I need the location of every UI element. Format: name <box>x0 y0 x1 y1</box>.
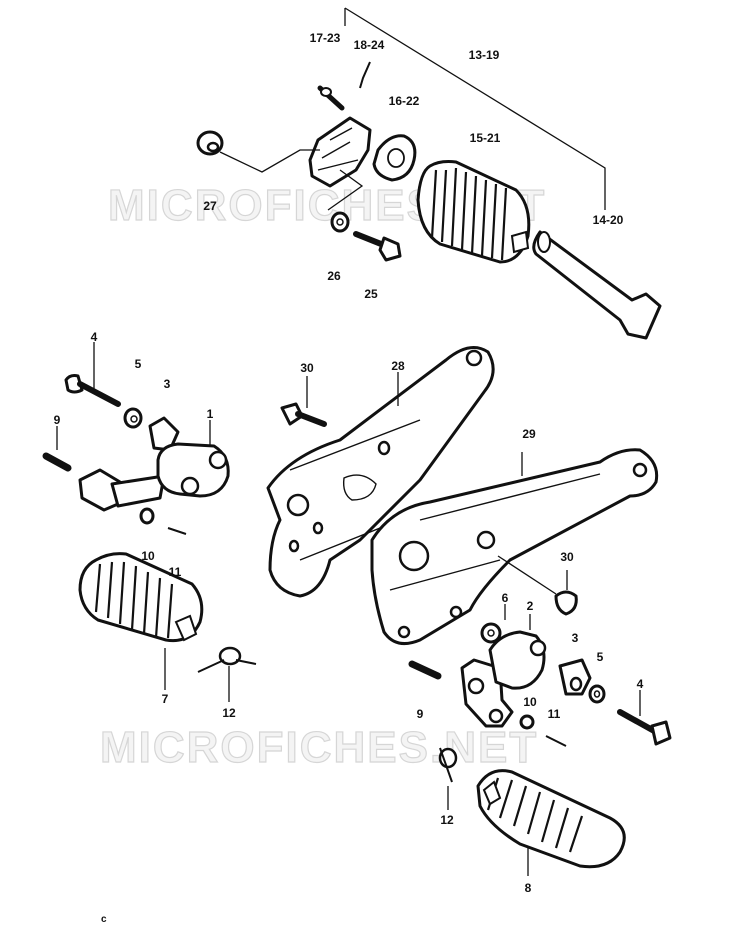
bolt-4-left <box>64 342 121 407</box>
washer-6 <box>480 604 506 644</box>
callout-4-left: 4 <box>91 330 98 344</box>
callout-9-left: 9 <box>54 413 61 427</box>
washer-5-left <box>123 407 143 429</box>
cotter-pin-11-right <box>545 735 567 747</box>
cotter-pin-11-left <box>167 527 187 535</box>
spring-12-right <box>438 747 458 810</box>
footrest-bracket-holder <box>219 116 372 211</box>
callout-12-left: 12 <box>222 706 236 720</box>
group-bracket-13-19 <box>344 7 606 210</box>
callout-17-23: 17-23 <box>310 31 341 45</box>
footrest-pin-14-20 <box>532 230 662 340</box>
callout-30-right: 30 <box>560 550 574 564</box>
washer-5-right <box>588 684 606 704</box>
spring-12-left <box>197 646 257 702</box>
callout-10-right: 10 <box>523 695 537 709</box>
callout-6: 6 <box>502 591 509 605</box>
washer-10-left <box>139 507 155 525</box>
callout-18-24: 18-24 <box>354 38 385 52</box>
pin-18-24 <box>359 61 371 89</box>
callout-28: 28 <box>391 359 405 373</box>
bolt-30-right <box>497 555 578 616</box>
footer-mark: c <box>101 914 107 925</box>
callout-4-right: 4 <box>637 677 644 691</box>
footrest-plate-29 <box>370 448 659 646</box>
washer-10-right <box>519 714 535 730</box>
callout-3-left: 3 <box>164 377 171 391</box>
callout-9-right: 9 <box>417 707 424 721</box>
pin-9-right <box>408 660 442 680</box>
bolt-17-23 <box>317 85 345 111</box>
bush-3-right <box>558 658 592 696</box>
pin-9-left <box>42 426 72 472</box>
callout-29: 29 <box>522 427 536 441</box>
bush-3-left <box>148 416 180 452</box>
callout-30-top: 30 <box>300 361 314 375</box>
callout-26: 26 <box>327 269 341 283</box>
callout-11-right: 11 <box>548 707 561 721</box>
footrest-rubber-7 <box>78 552 204 690</box>
callout-12-right: 12 <box>440 813 454 827</box>
callout-13-19: 13-19 <box>469 48 500 62</box>
watermark-bottom: MICROFICHES.NET <box>100 723 538 772</box>
nut-27 <box>196 130 224 156</box>
bolt-4-right <box>617 690 672 746</box>
callout-8: 8 <box>525 881 532 895</box>
callout-7: 7 <box>162 692 169 706</box>
callout-25: 25 <box>364 287 378 301</box>
footrest-bracket-1 <box>78 420 230 512</box>
callout-14-20: 14-20 <box>593 213 624 227</box>
callout-11-left: 11 <box>169 565 182 579</box>
callout-5-left: 5 <box>135 357 142 371</box>
callout-5-right: 5 <box>597 650 604 664</box>
footrest-plate-28 <box>266 346 495 598</box>
callout-2: 2 <box>527 599 534 613</box>
callout-16-22: 16-22 <box>389 94 420 108</box>
bolt-30-top <box>280 376 327 427</box>
callout-1: 1 <box>207 407 214 421</box>
callout-27: 27 <box>203 199 217 213</box>
callout-10-left: 10 <box>141 549 155 563</box>
footrest-rubber-15-21 <box>416 160 531 264</box>
callout-15-21: 15-21 <box>470 131 501 145</box>
footrest-bracket-2 <box>460 614 547 728</box>
footrest-rubber-8 <box>476 769 626 876</box>
gasket-16-22 <box>372 134 417 182</box>
bolt-25 <box>353 231 402 262</box>
washer-26 <box>330 211 350 233</box>
callout-3-right: 3 <box>572 631 579 645</box>
